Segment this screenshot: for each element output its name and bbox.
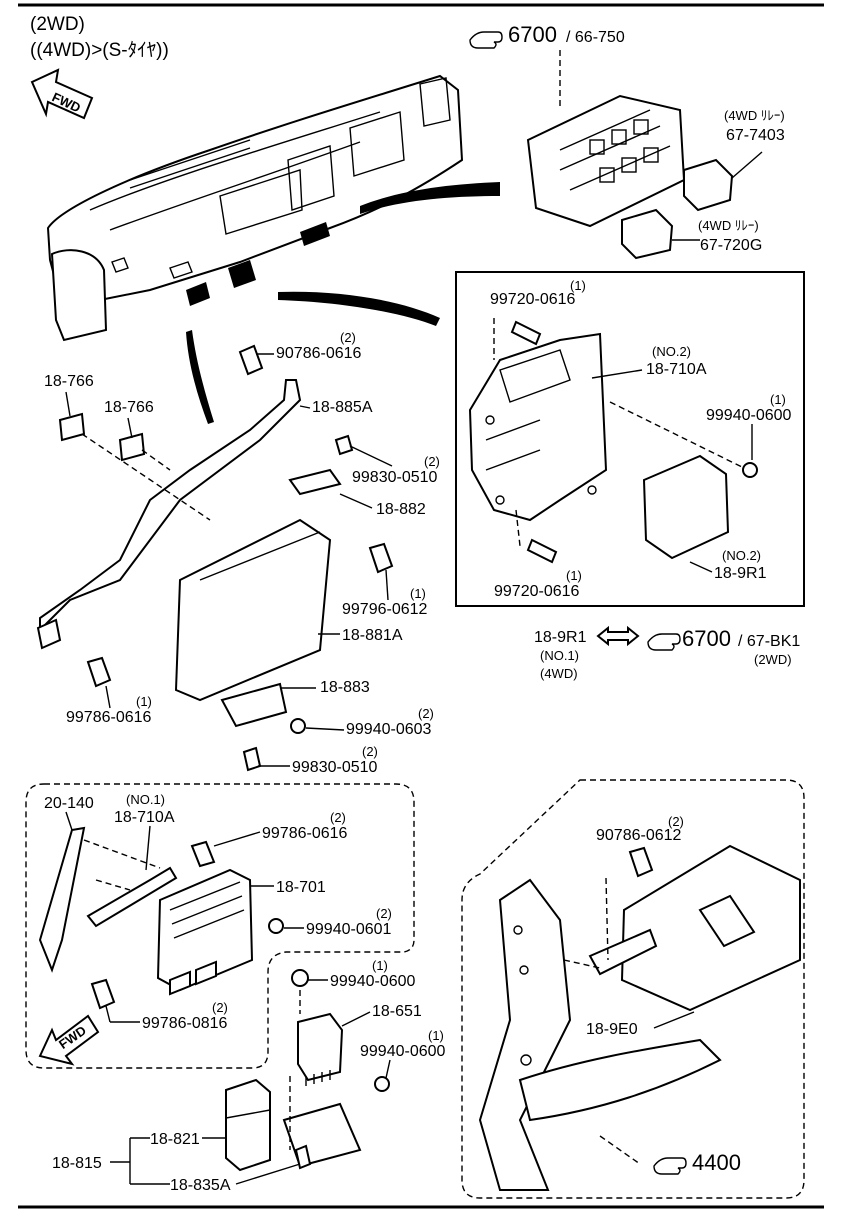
part-8: 99786-0616 (66, 709, 152, 726)
main-assembly-illustration (36, 344, 394, 772)
relay-b-note: (4WD ﾘﾚｰ) (698, 218, 759, 233)
relay-block (526, 94, 734, 260)
part-2: 18-766 (104, 399, 154, 416)
ref-right-main: 6700 (682, 626, 731, 651)
ll-bracket-plate: 20-140 (44, 795, 94, 812)
pointing-hand-icon-bottom (653, 1157, 687, 1175)
part-4-qty: (2) (424, 454, 440, 469)
pointing-hand-icon-right (647, 633, 681, 651)
inset-nut-qty: (1) (770, 392, 786, 407)
rl-nut-top: 99940-0600 (330, 973, 416, 990)
ref-top: 6700 / 66-750 (469, 22, 625, 49)
rl-relay-b: 18-821 (150, 1131, 200, 1148)
ll-nut-qty: (2) (376, 906, 392, 921)
rl-assy: 18-815 (52, 1155, 102, 1172)
header-line2: ((4WD)>(S-ﾀｲﾔ)) (30, 40, 169, 61)
inset-bolt-top-part: 99720-0616 (490, 291, 576, 308)
inset-bracket-part: 18-710A (646, 361, 707, 378)
inset-bolt-top-qty: (1) (570, 278, 586, 293)
header-line1: (2WD) (30, 14, 85, 35)
relay-b-part: 67-720G (700, 237, 762, 254)
lower-right-group-outline (461, 779, 805, 1199)
inset-box (455, 271, 805, 607)
module-no1-note1: (NO.1) (540, 648, 579, 663)
inset-module-note: (NO.2) (722, 548, 761, 563)
ref-top-sub: / 66-750 (566, 29, 625, 46)
inset-bolt-bottom-part: 99720-0616 (494, 583, 580, 600)
ll-bracket: 18-710A (114, 809, 175, 826)
ref-top-main: 6700 (508, 22, 557, 47)
pointing-hand-icon (469, 31, 503, 49)
lower-right-illustration (478, 844, 801, 1191)
ll-bolt: 99786-0616 (262, 825, 348, 842)
rl-nut2-qty: (1) (428, 1028, 444, 1043)
ref-right-sub: / 67-BK1 (738, 633, 800, 650)
lower-left-illustration (38, 826, 284, 1010)
ll-bolt2: 99786-0816 (142, 1015, 228, 1032)
lr-bolt-qty: (2) (668, 814, 684, 829)
part-11: 99830-0510 (292, 759, 378, 776)
lr-bolt: 90786-0612 (596, 827, 682, 844)
dashboard-illustration (46, 74, 500, 424)
module-no1-part: 18-9R1 (534, 629, 587, 646)
part-11-qty: (2) (362, 744, 378, 759)
rl-relay: 18-651 (372, 1003, 422, 1020)
part-9: 18-883 (320, 679, 370, 696)
inset-bracket-illustration (468, 320, 758, 564)
rl-bracket: 18-835A (170, 1177, 231, 1194)
part-10-qty: (2) (418, 706, 434, 721)
relays-illustration (225, 969, 390, 1172)
part-0: 90786-0616 (276, 345, 362, 362)
part-8-qty: (1) (136, 694, 152, 709)
part-1: 18-766 (44, 373, 94, 390)
part-3: 18-885A (312, 399, 373, 416)
part-0-qty: (2) (340, 330, 356, 345)
inset-module-part: 18-9R1 (714, 565, 767, 582)
ll-bracket-note: (NO.1) (126, 792, 165, 807)
ll-nut: 99940-0601 (306, 921, 392, 938)
inset-bracket-note: (NO.2) (652, 344, 691, 359)
part-6: 99796-0612 (342, 601, 428, 618)
part-6-qty: (1) (410, 586, 426, 601)
inset-nut-part: 99940-0600 (706, 407, 792, 424)
ref-bottom-main: 4400 (692, 1150, 741, 1175)
rl-nut2: 99940-0600 (360, 1043, 446, 1060)
lower-left-group-outline (25, 783, 415, 1069)
part-5: 18-882 (376, 501, 426, 518)
lr-module: 18-9E0 (586, 1021, 638, 1038)
module-no1-note2: (4WD) (540, 666, 578, 681)
relay-a-part: 67-7403 (726, 127, 785, 144)
ll-module: 18-701 (276, 879, 326, 896)
part-10: 99940-0603 (346, 721, 432, 738)
ll-bolt2-qty: (2) (212, 1000, 228, 1015)
inset-bolt-bottom-qty: (1) (566, 568, 582, 583)
rl-nut-top-qty: (1) (372, 958, 388, 973)
fwd-arrow-icon-lower: FWD (38, 1014, 100, 1066)
ll-bolt-qty: (2) (330, 810, 346, 825)
part-4: 99830-0510 (352, 469, 438, 486)
ref-right-note: (2WD) (754, 652, 792, 667)
fwd-arrow-icon: FWD (30, 68, 94, 120)
part-7: 18-881A (342, 627, 403, 644)
relay-a-note: (4WD ﾘﾚｰ) (724, 108, 785, 123)
double-arrow-icon (596, 625, 640, 647)
